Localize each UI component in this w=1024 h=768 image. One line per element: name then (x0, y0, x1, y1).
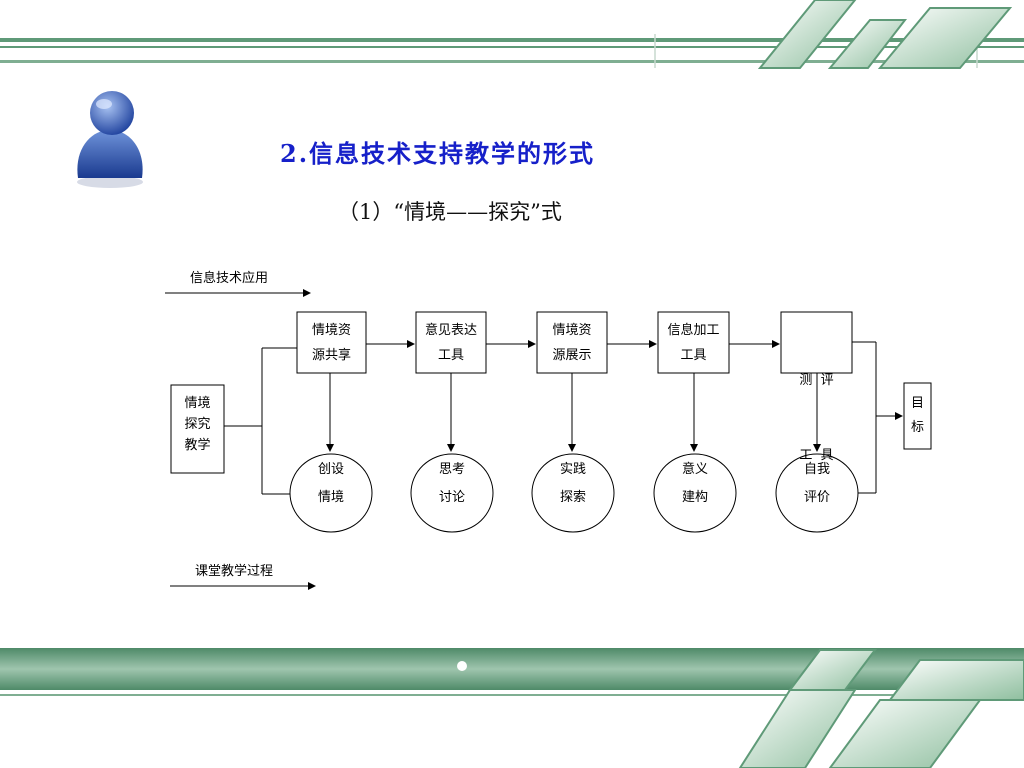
activity-node-1-line-2: 情境 (317, 490, 344, 505)
tool-node-4-label: 信息加工 工具 (658, 318, 729, 368)
start-node-label: 情境 探究 教学 (171, 393, 224, 456)
tool-node-2-line-2: 工具 (437, 348, 464, 363)
bottom-dot (457, 661, 467, 671)
activity-node-5-line-1: 自我 (803, 462, 830, 477)
tool-node-4-line-1: 信息加工 (667, 323, 720, 338)
tool-node-2-label: 意见表达 工具 (416, 318, 486, 368)
activity-node-1-line-1: 创设 (317, 462, 344, 477)
tool-box-1 (296, 311, 367, 374)
tool-node-5-line-1: 测 评 (799, 373, 834, 388)
activity-node-4-label: 意义 建构 (655, 456, 735, 512)
tool-node-5-label: 测 评 工 具 (781, 318, 852, 493)
activity-node-1-label: 创设 情境 (291, 456, 371, 512)
bottom-right-tiles (738, 649, 1024, 768)
end-bracket (852, 341, 877, 494)
activity-circle-3 (531, 453, 615, 533)
activity-node-4-line-2: 建构 (681, 490, 708, 505)
activity-circle-2 (410, 453, 494, 533)
tool-node-1-line-1: 情境资 (311, 323, 351, 338)
activity-node-4-line-1: 意义 (681, 462, 708, 477)
activity-node-2-label: 思考 讨论 (412, 456, 492, 512)
goal-node-line-1: 目 (910, 396, 924, 411)
activity-node-5-line-2: 评价 (803, 490, 830, 505)
top-axis-label: 信息技术应用 (190, 271, 269, 286)
page-title: 2.信息技术支持教学的形式 (280, 139, 596, 168)
user-avatar-icon (77, 91, 143, 188)
top-line-2 (0, 46, 1024, 48)
tool-box-3 (536, 311, 608, 374)
bottom-axis-label: 课堂教学过程 (195, 564, 274, 579)
tool-node-2-line-1: 意见表达 (424, 323, 477, 338)
tool-node-3-label: 情境资 源展示 (537, 318, 607, 368)
tool-node-1-label: 情境资 源共享 (297, 318, 366, 368)
goal-node-label: 目 标 (904, 392, 931, 440)
top-line-3 (0, 60, 1024, 63)
goal-node-line-2: 标 (910, 420, 924, 435)
start-node-box (170, 384, 225, 474)
tool-box-2 (415, 311, 487, 374)
activity-node-2-line-2: 讨论 (438, 490, 465, 505)
start-bracket (224, 347, 297, 495)
top-line-1 (0, 38, 1024, 42)
tool-node-5-line-2: 工 具 (799, 448, 834, 463)
tool-node-3-line-1: 情境资 (552, 323, 592, 338)
tool-node-4-line-2: 工具 (680, 348, 707, 363)
bottom-line (0, 694, 1024, 696)
activity-node-3-line-2: 探索 (559, 490, 586, 505)
activity-node-5-label: 自我 评价 (777, 456, 857, 512)
tool-box-4 (657, 311, 730, 374)
top-right-tiles (757, 0, 1013, 69)
goal-box (903, 382, 932, 450)
activity-node-3-label: 实践 探索 (533, 456, 613, 512)
activity-circle-1 (289, 453, 373, 533)
activity-circle-4 (653, 453, 737, 533)
start-node-line-2: 探究 (184, 417, 211, 432)
activity-node-3-line-1: 实践 (559, 462, 586, 477)
start-node-line-3: 教学 (184, 438, 211, 453)
tool-box-5 (780, 311, 853, 374)
tool-node-1-line-2: 源共享 (311, 348, 351, 363)
tool-node-3-line-2: 源展示 (552, 348, 592, 363)
start-node-line-1: 情境 (184, 396, 211, 411)
activity-node-2-line-1: 思考 (438, 462, 465, 477)
page-subtitle: （1）“情境——探究”式 (338, 200, 562, 224)
